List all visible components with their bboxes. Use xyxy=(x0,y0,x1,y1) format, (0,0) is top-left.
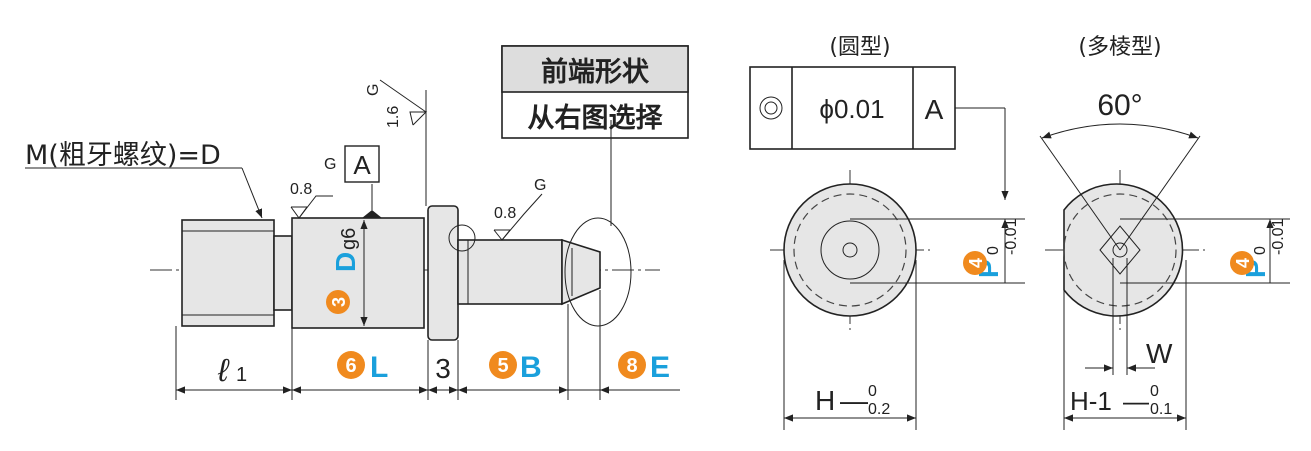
badge-4-round: 4 xyxy=(963,251,987,275)
dim-H1-label: H-1 xyxy=(1070,386,1112,416)
svg-text:8: 8 xyxy=(626,355,637,377)
part-side-view xyxy=(25,45,689,400)
svg-text:6: 6 xyxy=(345,355,356,377)
badge-5: 5 xyxy=(489,351,517,379)
finish-value-c: 0.8 xyxy=(494,205,516,222)
dim-H1-tol-upper: 0 xyxy=(1150,383,1159,400)
dim-E-label: E xyxy=(650,351,670,384)
dim-L-label: L xyxy=(370,351,388,384)
dim-H-dash: — xyxy=(840,385,868,416)
finish-g-b: G xyxy=(365,84,382,96)
round-end-view xyxy=(770,170,1025,430)
dim-P-tol-lower-multi: -0.01 xyxy=(1270,218,1287,255)
diameter-tolerance: g6 xyxy=(338,228,360,250)
tip-box-subtitle: 从右图选择 xyxy=(528,103,664,134)
fillet-detail-circle xyxy=(448,224,476,252)
diameter-D-label: D xyxy=(330,252,361,272)
dim-3-label: 3 xyxy=(435,353,451,384)
thread-neck xyxy=(273,235,293,311)
svg-text:4: 4 xyxy=(966,258,986,268)
svg-text:3: 3 xyxy=(329,297,349,307)
dim-P-tol-upper: 0 xyxy=(985,246,1002,255)
dim-B-label: B xyxy=(520,351,542,384)
tip-box-title: 前端形状 xyxy=(541,56,650,88)
finish-g-c: G xyxy=(534,177,546,194)
svg-text:5: 5 xyxy=(497,355,508,377)
thread-label: M(粗牙螺纹)=D xyxy=(25,140,221,171)
dim-H-label: H xyxy=(815,385,835,416)
round-type-title: (圆型) xyxy=(829,35,890,60)
tolerance-datum: A xyxy=(925,94,944,125)
tolerance-frame xyxy=(749,66,1009,200)
tolerance-value: ϕ0.01 xyxy=(819,94,884,124)
finish-g-a: G xyxy=(324,156,336,173)
badge-3: 3 xyxy=(326,290,350,314)
multi-type-title: (多棱型) xyxy=(1078,35,1161,60)
finish-value-a: 0.8 xyxy=(290,181,312,198)
badge-4-multi: 4 xyxy=(1230,251,1254,275)
dim-H1-dash: — xyxy=(1123,386,1149,416)
datum-label: A xyxy=(353,150,371,180)
dim-l1-sub: 1 xyxy=(236,364,247,386)
angle-label: 60° xyxy=(1097,89,1142,122)
dim-H-tol-lower: 0.2 xyxy=(868,401,890,418)
svg-text:4: 4 xyxy=(1233,258,1253,268)
flange xyxy=(427,205,459,341)
tip-detail-ellipse xyxy=(564,217,632,327)
dim-P-tol-upper-multi: 0 xyxy=(1252,246,1269,255)
dim-l1-label: ℓ xyxy=(217,352,230,388)
dim-H-tol-upper: 0 xyxy=(868,383,877,400)
badge-6: 6 xyxy=(337,351,365,379)
multi-end-view xyxy=(1039,123,1290,430)
datum-box xyxy=(344,145,380,183)
pilot-shaft xyxy=(457,239,563,305)
thread-section xyxy=(181,219,275,327)
badge-8: 8 xyxy=(618,351,646,379)
finish-value-b: 1.6 xyxy=(385,106,402,128)
dim-P-tol-lower: -0.01 xyxy=(1003,218,1020,255)
dim-H1-tol-lower: 0.1 xyxy=(1150,401,1172,418)
main-body xyxy=(291,217,425,329)
dim-W-label: W xyxy=(1146,338,1173,369)
